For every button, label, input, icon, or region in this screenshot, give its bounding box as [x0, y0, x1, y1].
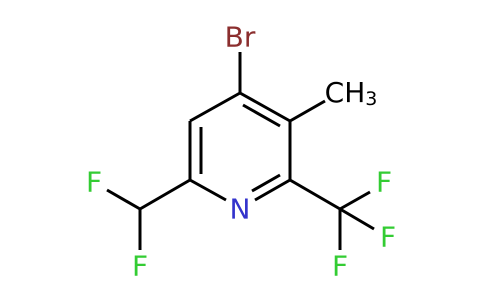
bond-cf3-f-top	[339, 190, 371, 211]
bond-c6-chf2	[139, 178, 191, 211]
cf3-f-bottom-label: F	[332, 250, 348, 283]
bromine-label: Br	[225, 21, 256, 54]
nitrogen-label: N	[230, 193, 251, 226]
cf3-f-right-label: F	[380, 221, 396, 254]
bond-c4-c3	[239, 91, 291, 123]
bond-c5-c4	[189, 91, 241, 123]
methyl-symbol: CH	[325, 76, 366, 109]
bond-n-c6	[189, 178, 227, 202]
methyl-subscript: 3	[365, 88, 377, 110]
bond-c4-c3-inner	[242, 103, 281, 128]
substituent-bonds	[106, 52, 375, 250]
pyridine-ring	[188, 91, 292, 202]
bond-cf3-f-right	[339, 207, 375, 231]
chf2-f-top-label: F	[86, 166, 102, 199]
bond-c2-cf3	[289, 178, 341, 211]
bond-c2-n-inner	[251, 173, 281, 193]
bond-c3-ch3	[289, 99, 326, 123]
bond-chf2-f-top	[106, 188, 141, 211]
methyl-label: CH3	[325, 76, 378, 111]
bond-c2-n	[254, 178, 291, 202]
atom-labels: Br CH3 N F F F F F	[86, 21, 396, 283]
cf3-f-top-label: F	[376, 166, 392, 199]
chf2-f-bottom-label: F	[132, 250, 148, 283]
